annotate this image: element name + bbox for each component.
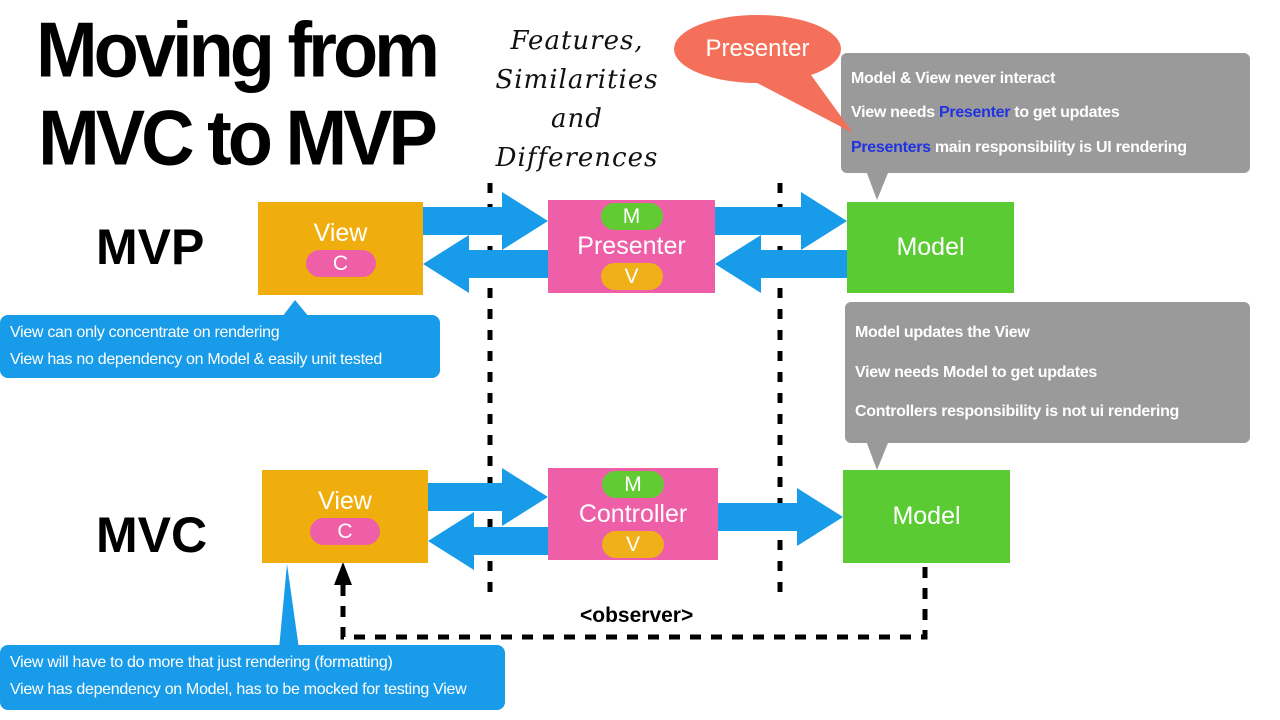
mvc-note-tail-icon <box>865 438 890 470</box>
subtitle-line: Differences <box>495 143 659 173</box>
callout-line: View will have to do more that just rend… <box>10 654 393 671</box>
note-line: Model updates the View <box>855 323 1030 341</box>
mvc-controller-box: M Controller V <box>548 468 718 560</box>
page-title-line2: MVC to MVP <box>38 94 438 182</box>
subtitle-line: Features, <box>510 26 644 56</box>
arrow-mvp-presenter-to-view-icon <box>423 235 548 293</box>
callout-line: View has no dependency on Model & easily… <box>10 351 382 368</box>
note-line: Presenters main responsibility is UI ren… <box>851 138 1187 156</box>
callout-line: View has dependency on Model, has to be … <box>10 681 467 698</box>
mvp-note-box: Model & View never interact View needs P… <box>841 53 1250 173</box>
callout-line: View can only concentrate on rendering <box>10 324 280 341</box>
mvp-model-box: Model <box>847 202 1014 293</box>
mvp-callout-box: View can only concentrate on rendering V… <box>0 315 440 378</box>
subtitle-line: Similarities <box>495 65 659 95</box>
observer-up-arrowhead-icon <box>334 562 352 585</box>
presenter-bubble-label: Presenter <box>705 35 810 62</box>
mvp-view-label: View <box>313 218 368 247</box>
subtitle: Features, Similarities and Differences <box>458 22 696 178</box>
mvp-note-tail-icon <box>865 168 890 200</box>
mvp-row-label: MVP <box>96 219 205 275</box>
mvp-presenter-v-badge: V <box>600 263 663 290</box>
mvc-view-box: View C <box>262 470 428 563</box>
mvp-view-box: View C <box>258 202 423 295</box>
mvc-model-label: Model <box>892 502 961 530</box>
arrow-mvp-model-to-presenter-icon <box>715 235 847 293</box>
mvp-presenter-label: Presenter <box>577 232 686 260</box>
mvc-view-label: View <box>318 486 372 515</box>
mvc-callout-tail-icon <box>279 564 299 649</box>
mvc-controller-m-badge: M <box>602 470 664 498</box>
arrow-mvc-view-to-controller-icon <box>428 468 548 526</box>
arrow-mvc-controller-to-view-icon <box>428 512 548 570</box>
mvp-presenter-box: M Presenter V <box>548 200 715 293</box>
page-title: Moving from MVC to MVP <box>18 6 454 182</box>
arrow-mvp-view-to-presenter-icon <box>423 192 548 250</box>
page-title-line1: Moving from <box>36 6 440 94</box>
mvp-presenter-m-badge: M <box>600 203 663 230</box>
note-line: Model & View never interact <box>851 69 1056 87</box>
arrow-mvc-controller-to-model-icon <box>718 488 843 546</box>
observer-dashed-path <box>340 567 928 640</box>
mvc-model-box: Model <box>843 470 1010 563</box>
mvc-row-label: MVC <box>96 507 208 563</box>
note-line: View needs Presenter to get updates <box>851 104 1120 121</box>
mvp-callout-tail-icon <box>282 300 309 317</box>
observer-label: <observer> <box>580 604 694 627</box>
mvc-callout-box: View will have to do more that just rend… <box>0 645 505 710</box>
mvc-controller-v-badge: V <box>602 530 664 558</box>
presenter-speech-bubble: Presenter <box>674 15 841 83</box>
mvc-view-c-badge: C <box>310 517 380 545</box>
mvc-note-box: Model updates the View View needs Model … <box>845 302 1250 443</box>
mvc-controller-label: Controller <box>578 499 688 528</box>
arrow-mvp-presenter-to-model-icon <box>715 192 847 250</box>
note-line: Controllers responsibility is not ui ren… <box>855 403 1180 421</box>
mvp-view-c-badge: C <box>305 249 376 277</box>
note-line: View needs Model to get updates <box>855 363 1098 381</box>
subtitle-line: and <box>551 104 603 134</box>
mvp-model-label: Model <box>896 233 965 261</box>
